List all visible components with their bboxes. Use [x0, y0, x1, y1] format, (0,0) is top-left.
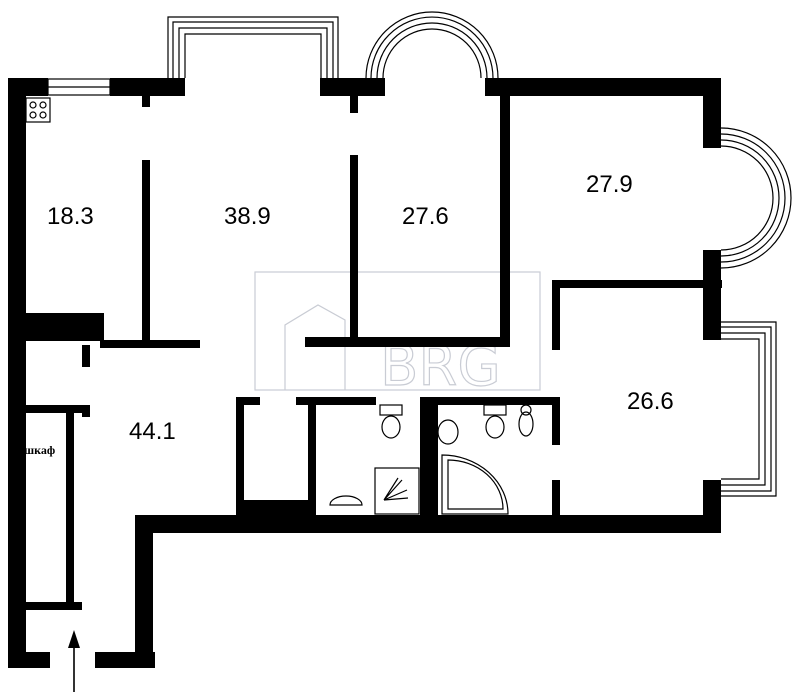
room-area-label: 18.3: [47, 203, 94, 230]
exterior-walls: [8, 78, 721, 668]
interior-walls: [22, 95, 722, 610]
room-area-label: 38.9: [224, 203, 271, 230]
watermark: BRG: [254, 271, 541, 400]
room-area-label: 27.6: [402, 203, 449, 230]
bay-window-arc-right: [720, 127, 792, 269]
room-area-label: 44.1: [129, 418, 176, 445]
bay-window-right: [721, 321, 777, 497]
entrance-arrow: [68, 630, 80, 692]
bathroom-fixtures-left: [329, 404, 420, 515]
room-area-label: 26.6: [627, 388, 674, 415]
window: [47, 78, 111, 96]
room-area-label: 27.9: [586, 171, 633, 198]
stove-icon: [25, 97, 51, 123]
bathroom-fixtures-right: [437, 404, 534, 515]
bay-window-top: [167, 16, 339, 78]
bay-window-arc-top: [365, 11, 499, 79]
wardrobe-label: шкаф: [24, 443, 55, 457]
